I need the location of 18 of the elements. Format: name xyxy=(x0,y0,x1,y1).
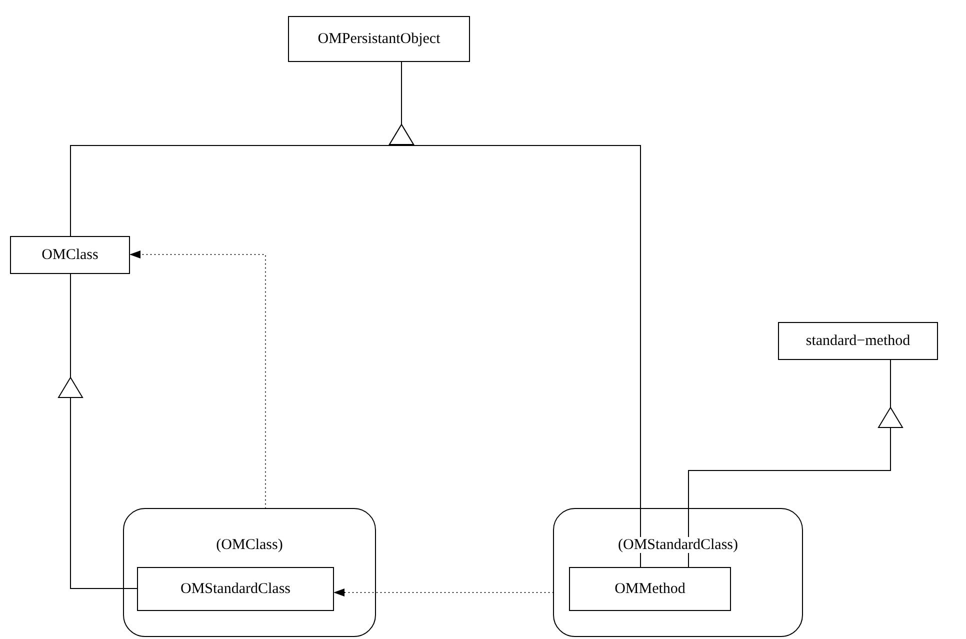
class-name: OMStandardClass xyxy=(180,580,290,598)
class-name: OMPersistantObject xyxy=(318,30,440,48)
class-name: OMMethod xyxy=(614,580,686,598)
metaclass-label: (OMClass) xyxy=(216,537,283,553)
metaclass-label: (OMStandardClass) xyxy=(618,537,738,553)
dependency-arrow xyxy=(129,250,266,509)
dependency-arrow xyxy=(333,588,554,596)
class-box xyxy=(10,236,130,274)
class-box xyxy=(137,567,334,611)
generalization-arrow xyxy=(688,359,903,568)
class-name: standard−method xyxy=(806,332,910,350)
metaclass-container xyxy=(553,508,803,637)
class-box xyxy=(778,322,938,360)
class-box xyxy=(569,567,731,611)
class-box xyxy=(288,16,470,62)
generalization-arrow xyxy=(58,273,138,589)
class-name: OMClass xyxy=(42,246,98,264)
metaclass-container xyxy=(123,508,376,637)
